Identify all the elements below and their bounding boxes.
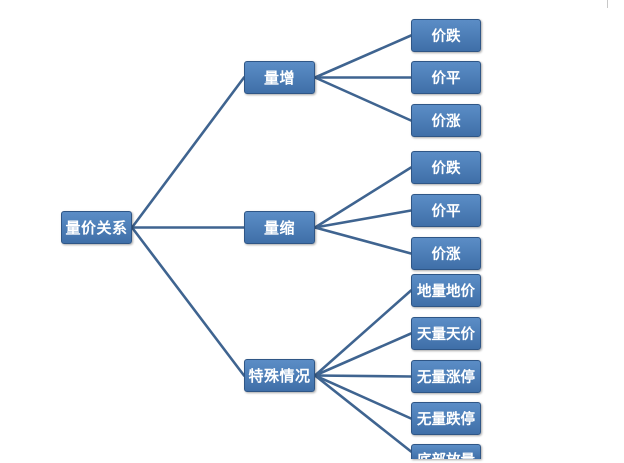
- leaf-label: 地量地价: [417, 284, 475, 300]
- leaf-node: 价跌: [411, 151, 481, 184]
- connector-branch-leaf: [313, 374, 413, 453]
- leaf-node: 底部放量: [411, 444, 481, 459]
- leaf-node: 无量涨停: [411, 360, 481, 393]
- leaf-label: 无量跌停: [417, 412, 475, 428]
- leaf-label: 天量天价: [417, 327, 475, 343]
- leaf-label: 价涨: [431, 247, 461, 263]
- leaf-node: 无量跌停: [411, 402, 481, 435]
- branch-node-volume-up: 量增: [244, 61, 315, 94]
- branch-node-special-cases: 特殊情况: [244, 359, 315, 392]
- connector-root-branch: [130, 76, 246, 229]
- branch-label: 量缩: [263, 219, 295, 237]
- connector-branch-leaf: [313, 332, 413, 377]
- connector-branch-leaf: [313, 226, 413, 255]
- connector-branch-leaf: [313, 209, 413, 229]
- branch-label: 特殊情况: [248, 367, 311, 385]
- connector-branch-leaf: [313, 374, 413, 378]
- leaf-label: 无量涨停: [417, 370, 475, 386]
- root-label: 量价关系: [65, 219, 128, 237]
- branch-label: 量增: [263, 69, 295, 87]
- leaf-node: 价平: [411, 61, 481, 94]
- leaf-label: 价跌: [431, 29, 461, 45]
- leaf-label: 价跌: [431, 161, 461, 177]
- connector-root-branch: [130, 226, 246, 377]
- connector-branch-leaf: [313, 289, 413, 377]
- leaf-label: 价涨: [431, 114, 461, 130]
- connector-branch-leaf: [313, 34, 413, 79]
- leaf-label: 底部放量: [417, 449, 475, 459]
- page-corner-mark: [607, 0, 608, 8]
- root-node: 量价关系: [61, 211, 132, 244]
- leaf-label: 价平: [431, 204, 461, 220]
- connector-branch-leaf: [313, 76, 413, 122]
- leaf-node: 地量地价: [411, 274, 481, 307]
- connector-branch-leaf: [313, 374, 413, 420]
- leaf-node: 价涨: [411, 104, 481, 137]
- leaf-node: 价平: [411, 194, 481, 227]
- leaf-node: 价涨: [411, 237, 481, 270]
- branch-node-volume-down: 量缩: [244, 211, 315, 244]
- connector-branch-leaf: [313, 166, 413, 229]
- leaf-node: 价跌: [411, 19, 481, 52]
- leaf-label: 价平: [431, 71, 461, 87]
- leaf-node: 天量天价: [411, 317, 481, 350]
